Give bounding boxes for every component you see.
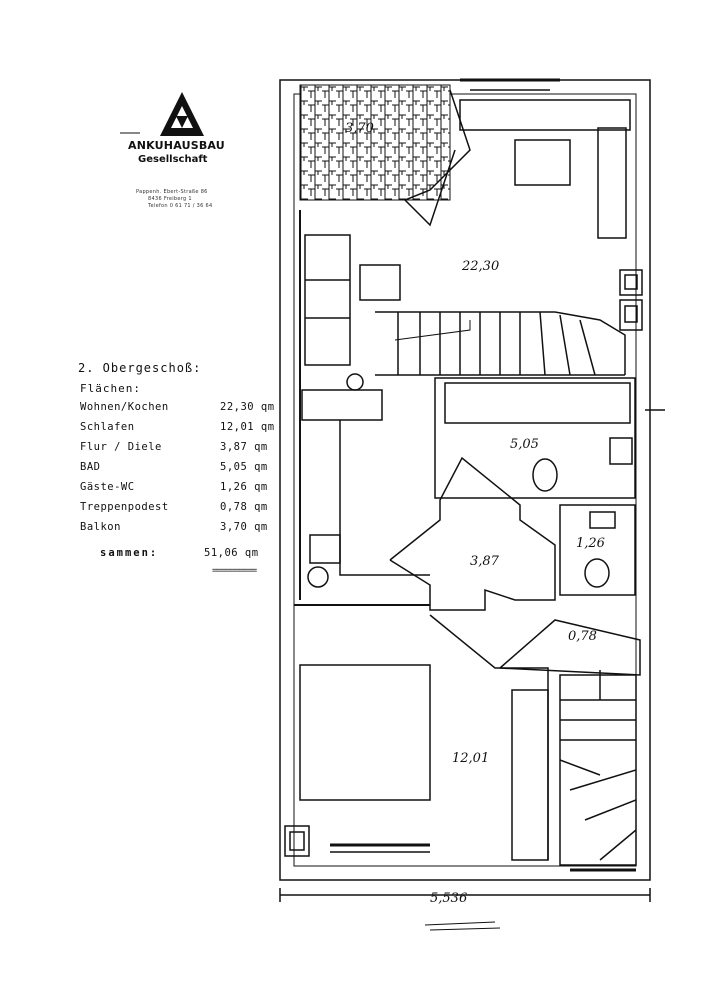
label-width: 5,536 [430, 891, 467, 906]
address-line: 8436 Freiberg 1 [148, 196, 192, 202]
area-row: Flur / Diele 3,87 qm [80, 441, 280, 457]
address-line: Pappenh. Ebert-Straße 86 [136, 189, 208, 195]
areas-heading: Flächen: [80, 382, 141, 395]
area-name: Treppenpodest [80, 501, 169, 513]
company-name: ANKUHAUSBAU [128, 139, 225, 152]
area-row: Wohnen/Kochen 22,30 qm [80, 401, 280, 417]
label-flur: 3,87 [470, 554, 500, 569]
area-value: 3,70 qm [220, 521, 268, 533]
address-line: Telefon 0 61 71 / 36 64 [148, 203, 213, 209]
floor-title: 2. Obergeschoß: [78, 361, 202, 375]
area-value: 0,78 qm [220, 501, 268, 513]
area-row: Treppenpodest 0,78 qm [80, 501, 280, 517]
area-row: Balkon 3,70 qm [80, 521, 280, 537]
area-row: BAD 5,05 qm [80, 461, 280, 477]
area-name: BAD [80, 461, 101, 473]
total-value: 51,06 qm [204, 547, 259, 559]
area-row: Gäste-WC 1,26 qm [80, 481, 280, 497]
area-name: Flur / Diele [80, 441, 162, 453]
area-name: Wohnen/Kochen [80, 401, 169, 413]
area-value: 3,87 qm [220, 441, 268, 453]
label-bad: 5,05 [510, 437, 539, 452]
company-subtitle: Gesellschaft [138, 154, 208, 165]
area-name: Gäste-WC [80, 481, 135, 493]
wall-lines [279, 78, 665, 931]
area-name: Balkon [80, 521, 121, 533]
area-row: Schlafen 12,01 qm [80, 421, 280, 437]
label-wc: 1,26 [576, 536, 605, 551]
total-underline: ========== [212, 566, 257, 576]
total-label: sammen: [100, 547, 159, 559]
area-value: 22,30 qm [220, 401, 275, 413]
label-schlafen: 12,01 [452, 751, 489, 766]
area-value: 1,26 qm [220, 481, 268, 493]
label-balkon: 3,70 [345, 121, 374, 136]
area-value: 12,01 qm [220, 421, 275, 433]
label-podest: 0,78 [568, 629, 597, 644]
company-logo [120, 92, 204, 136]
label-wohnen: 22,30 [461, 259, 499, 274]
area-name: Schlafen [80, 421, 135, 433]
area-value: 5,05 qm [220, 461, 268, 473]
